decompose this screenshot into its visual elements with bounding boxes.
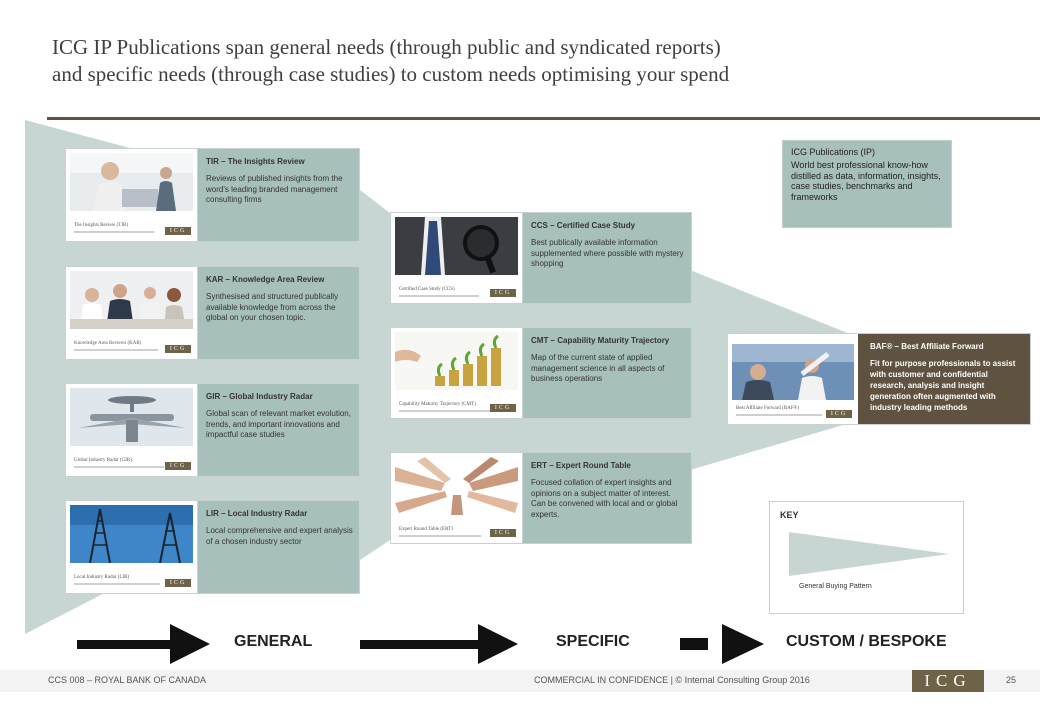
page-title: ICG IP Publications span general needs (… [52, 34, 1012, 88]
baf-thumb-caption: Best Affiliate Forward (BAF®) [736, 406, 800, 411]
card-cmt[interactable]: Capability Maturity Trajectory (CMT) ICG… [390, 327, 692, 419]
kar-photo [70, 271, 193, 329]
ert-desc: Focused collation of expert insights and… [531, 478, 678, 519]
card-baf[interactable]: Best Affiliate Forward (BAF®) ICG BAF® –… [727, 333, 1031, 425]
ccs-photo [395, 217, 518, 275]
tir-thumbnail: The Insights Review (TIR) ICG [66, 149, 198, 241]
baf-title: BAF® – Best Affiliate Forward [870, 342, 984, 351]
ert-thumbnail: Expert Round Table (ERT) ICG [391, 453, 523, 543]
tir-thumb-line [74, 231, 154, 233]
footer-confidentiality: COMMERCIAL IN CONFIDENCE | © Internal Co… [534, 675, 810, 685]
key-heading: KEY [780, 510, 799, 520]
tir-photo [70, 153, 193, 211]
ert-photo [395, 457, 518, 515]
footer: CCS 008 – ROYAL BANK OF CANADA COMMERCIA… [0, 670, 1040, 692]
key-legend: KEY General Buying Pattern [769, 501, 964, 614]
ip-heading: ICG Publications (IP) [791, 147, 876, 157]
page-title-line-1: ICG IP Publications span general needs (… [52, 35, 721, 59]
kar-desc: Synthesised and structured publically av… [206, 292, 339, 322]
lir-thumb-line [74, 583, 160, 585]
tir-thumb-caption: The Insights Review (TIR) [74, 223, 129, 228]
arrow-specific [360, 624, 518, 664]
baf-thumbnail: Best Affiliate Forward (BAF®) ICG [728, 334, 858, 424]
ccs-desc: Best publically available information su… [531, 238, 684, 268]
baf-photo [732, 344, 854, 400]
gir-title: GIR – Global Industry Radar [206, 392, 313, 401]
cmt-thumb-line [399, 410, 491, 412]
ccs-thumb-logo: ICG [490, 289, 516, 297]
lir-photo [70, 505, 193, 563]
baf-desc: Fit for purpose professionals to assist … [870, 359, 1016, 412]
ert-title: ERT – Expert Round Table [531, 461, 631, 470]
arrow-general [77, 624, 210, 664]
card-tir[interactable]: The Insights Review (TIR) ICG TIR – The … [65, 148, 360, 242]
ccs-thumb-caption: Certified Case Study (CCS) [399, 287, 455, 292]
kar-thumb-logo: ICG [165, 345, 191, 353]
kar-thumbnail: Knowledge Area Reviews (KAR) ICG [66, 267, 198, 359]
flow-label-general: GENERAL [234, 633, 313, 650]
kar-thumb-line [74, 349, 158, 351]
kar-thumb-caption: Knowledge Area Reviews (KAR) [74, 341, 142, 346]
gir-desc: Global scan of relevant market evolution… [206, 409, 351, 439]
ip-desc: World best professional know-how distill… [791, 160, 941, 202]
cmt-photo [395, 332, 518, 390]
ccs-thumbnail: Certified Case Study (CCS) ICG [391, 213, 523, 303]
lir-thumbnail: Local Industry Radar (LIR) ICG [66, 501, 198, 593]
card-kar[interactable]: Knowledge Area Reviews (KAR) ICG KAR – K… [65, 266, 360, 360]
card-ert[interactable]: Expert Round Table (ERT) ICG ERT – Exper… [390, 452, 692, 544]
icg-logo: ICG [912, 670, 984, 692]
gir-thumb-line [74, 466, 164, 468]
flow-label-specific: SPECIFIC [556, 633, 630, 650]
baf-thumb-logo: ICG [826, 410, 852, 418]
gir-thumb-logo: ICG [165, 462, 191, 470]
cmt-desc: Map of the current state of applied mana… [531, 353, 665, 383]
gir-photo [70, 388, 193, 446]
gir-thumb-caption: Global Industry Radar (GIR) [74, 458, 132, 463]
title-divider [47, 117, 1040, 120]
ccs-thumb-line [399, 295, 479, 297]
baf-thumb-line [736, 414, 822, 416]
flow-arrows [77, 624, 764, 664]
kar-title: KAR – Knowledge Area Review [206, 275, 325, 284]
gir-thumbnail: Global Industry Radar (GIR) ICG [66, 384, 198, 476]
cmt-title: CMT – Capability Maturity Trajectory [531, 336, 670, 345]
ip-info-box: ICG Publications (IP) World best profess… [782, 140, 952, 228]
tir-title: TIR – The Insights Review [206, 157, 305, 166]
cmt-thumb-logo: ICG [490, 404, 516, 412]
ert-thumb-line [399, 535, 481, 537]
card-gir[interactable]: Global Industry Radar (GIR) ICG GIR – Gl… [65, 383, 360, 477]
card-ccs[interactable]: Certified Case Study (CCS) ICG CCS – Cer… [390, 212, 692, 304]
arrow-custom [680, 624, 764, 664]
page-title-line-2: and specific needs (through case studies… [52, 62, 730, 86]
lir-thumb-logo: ICG [165, 579, 191, 587]
ccs-title: CCS – Certified Case Study [531, 221, 636, 230]
page-number: 25 [1006, 675, 1017, 685]
key-funnel-swatch [789, 532, 949, 576]
ert-thumb-logo: ICG [490, 529, 516, 537]
card-lir[interactable]: Local Industry Radar (LIR) ICG LIR – Loc… [65, 500, 360, 594]
cmt-thumb-caption: Capability Maturity Trajectory (CMT) [399, 402, 476, 407]
ert-thumb-caption: Expert Round Table (ERT) [399, 527, 453, 532]
tir-desc: Reviews of published insights from the w… [206, 174, 343, 204]
flow-label-custom: CUSTOM / BESPOKE [786, 633, 947, 650]
lir-desc: Local comprehensive and expert analysis … [206, 526, 353, 546]
tir-thumb-logo: ICG [165, 227, 191, 235]
footer-document-id: CCS 008 – ROYAL BANK OF CANADA [48, 675, 207, 685]
lir-title: LIR – Local Industry Radar [206, 509, 308, 518]
cmt-thumbnail: Capability Maturity Trajectory (CMT) ICG [391, 328, 523, 418]
key-label: General Buying Pattern [799, 583, 872, 590]
lir-thumb-caption: Local Industry Radar (LIR) [74, 575, 130, 580]
